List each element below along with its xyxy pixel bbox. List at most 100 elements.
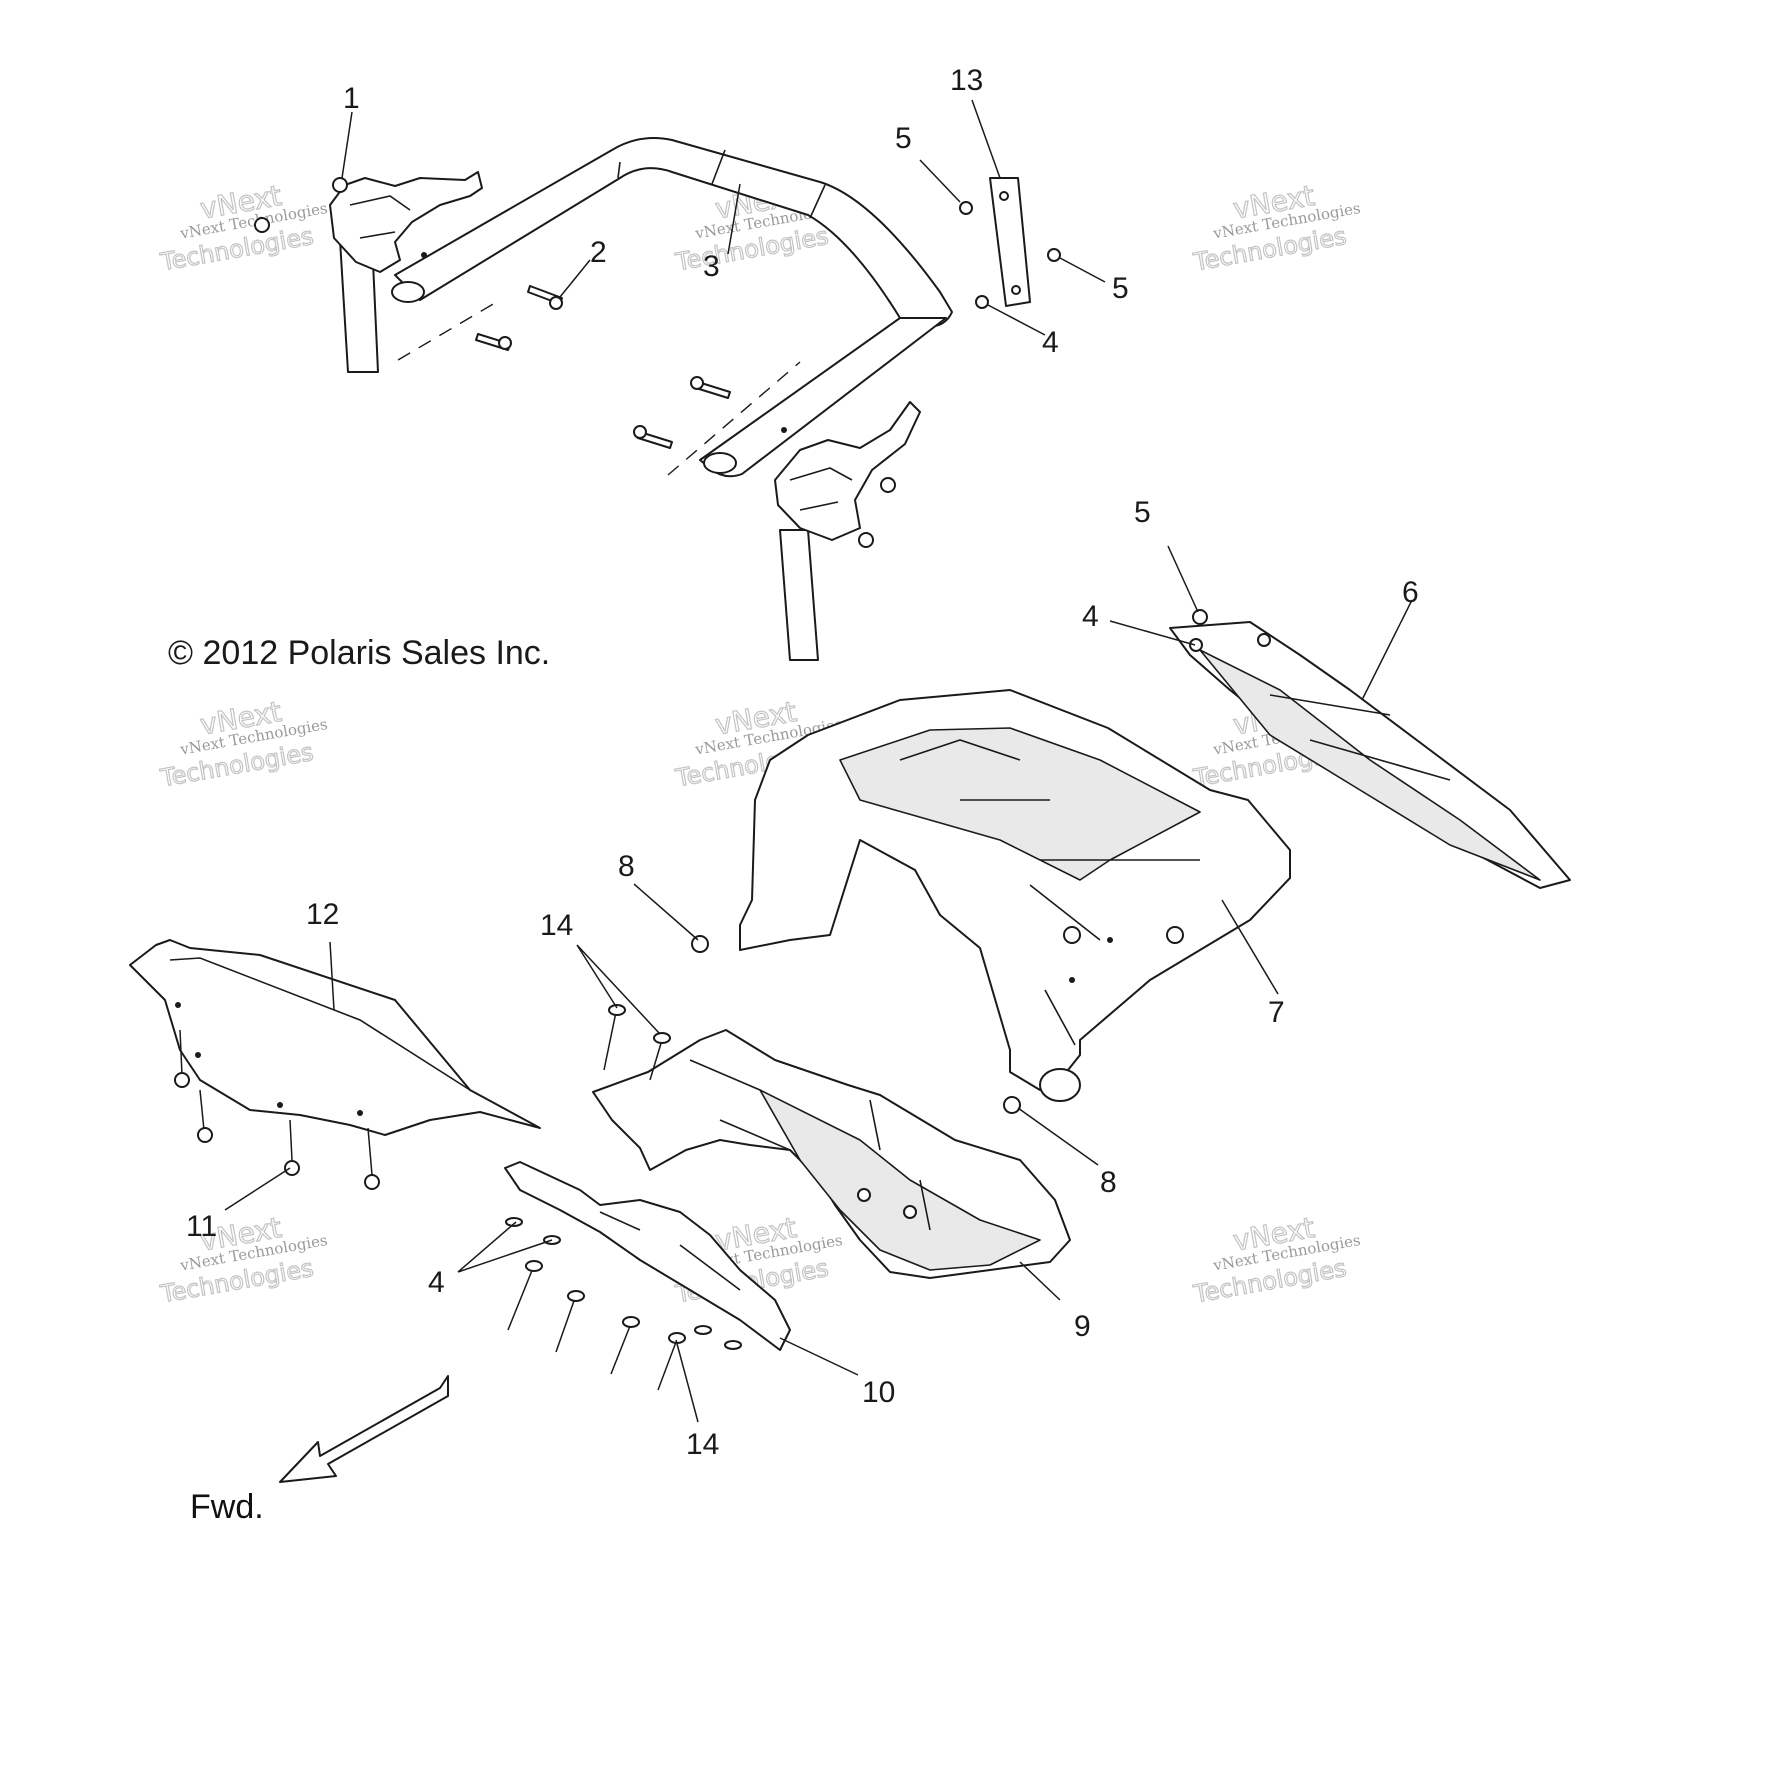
right-mount-bracket	[774, 401, 921, 541]
fender-bottom-cap	[1039, 1068, 1081, 1102]
leader-13	[971, 99, 1001, 179]
callout-13: 13	[950, 64, 983, 97]
rivet-shaft	[507, 1267, 534, 1331]
leader-lines	[224, 99, 1413, 1423]
rivet-head	[608, 1004, 626, 1016]
watermark-bottom-left: vNext vNext Technologies Technologies	[157, 1210, 329, 1309]
mud-flap	[1169, 609, 1571, 889]
lower-rail	[504, 1004, 791, 1391]
mud-flap-face	[1199, 649, 1541, 881]
leader-5b	[1059, 257, 1106, 283]
rear-fender	[739, 689, 1291, 1102]
leader-3	[727, 183, 741, 255]
panel-hole	[175, 1002, 181, 1008]
washer	[505, 1217, 523, 1227]
right-upright-tube	[779, 529, 819, 661]
roll-bar-assembly	[254, 137, 1061, 661]
mud-flap-rivet	[1189, 638, 1203, 652]
roll-bar-hole-2	[781, 427, 787, 433]
rivet-shaft	[555, 1297, 576, 1353]
callout-5a: 5	[895, 122, 912, 155]
leader-11	[224, 1167, 291, 1211]
panel-hole	[357, 1110, 363, 1116]
right-mount-bracket-detail	[789, 467, 853, 511]
side-panel-body	[129, 939, 541, 1136]
rivet-axis	[179, 1029, 183, 1076]
bolt-head	[549, 296, 563, 310]
push-rivet	[197, 1127, 213, 1143]
leader-10	[779, 1337, 859, 1376]
side-panel	[129, 939, 541, 1190]
leader-4c	[457, 1221, 553, 1273]
rear-fender-contour	[899, 739, 1200, 1046]
roll-bar-tube	[394, 137, 953, 328]
callout-9: 9	[1074, 1310, 1091, 1343]
leader-14b	[675, 1339, 699, 1423]
callout-4b: 4	[1082, 600, 1099, 633]
forward-direction-indicator: Fwd.	[190, 1375, 449, 1526]
rivet-head	[653, 1032, 671, 1044]
leader-5a	[919, 159, 961, 203]
right-nut-upper	[880, 477, 896, 493]
forward-arrow-icon	[279, 1375, 449, 1483]
leader-4a	[987, 304, 1046, 336]
watermark-bottom-right: vNext vNext Technologies Technologies	[1190, 1210, 1362, 1309]
callout-4c: 4	[428, 1266, 445, 1299]
bolt-head	[690, 376, 704, 390]
fender-hole	[1166, 926, 1184, 944]
push-rivet	[284, 1160, 300, 1176]
washer	[694, 1325, 712, 1335]
rivet-axis	[289, 1119, 293, 1161]
left-nut-lower	[254, 217, 270, 233]
leader-1	[341, 111, 353, 179]
watermark-top-right: vNext vNext Technologies Technologies	[1190, 178, 1362, 277]
rivet-axis	[367, 1127, 373, 1176]
strap-hole	[1011, 285, 1021, 295]
forward-label: Fwd.	[190, 1488, 264, 1526]
rivet-axis	[199, 1089, 205, 1131]
leader-12	[329, 941, 335, 1011]
callout-5b: 5	[1112, 272, 1129, 305]
alignment-line	[667, 361, 801, 476]
alignment-line	[397, 299, 501, 361]
callout-14b: 14	[686, 1428, 719, 1461]
bolt-head	[633, 425, 647, 439]
bolt-head	[498, 336, 512, 350]
watermark-mid-left: vNext vNext Technologies Technologies	[157, 694, 329, 793]
washer	[724, 1340, 742, 1350]
rivet-shaft	[649, 1039, 663, 1081]
callout-11: 11	[186, 1210, 217, 1243]
leader-4b	[1109, 620, 1196, 646]
callout-4a: 4	[1042, 326, 1059, 359]
roll-bar-hole	[421, 252, 427, 258]
leader-8a	[633, 883, 699, 941]
leader-2	[559, 259, 591, 298]
roll-bar-tube-end-left	[391, 281, 425, 303]
washer	[975, 295, 989, 309]
callout-7: 7	[1268, 996, 1285, 1029]
push-rivet	[174, 1072, 190, 1088]
screw-head	[1192, 609, 1208, 625]
watermark-top-left: vNext vNext Technologies Technologies	[157, 178, 329, 277]
callout-3: 3	[703, 250, 720, 283]
mud-flap-rivet	[1257, 633, 1271, 647]
liner-rivet	[857, 1188, 871, 1202]
rivet-shaft	[657, 1341, 677, 1391]
rivet-head	[525, 1260, 543, 1272]
callout-12: 12	[306, 898, 339, 931]
push-rivet	[364, 1174, 380, 1190]
rivet-head	[622, 1316, 640, 1328]
screw-head	[1003, 1096, 1021, 1114]
fender-hole-small	[1069, 977, 1075, 983]
leader-7	[1221, 899, 1279, 995]
lower-rail-detail	[599, 1211, 741, 1291]
inner-fender-liner	[592, 1029, 1071, 1279]
callout-8b: 8	[1100, 1166, 1117, 1199]
rivet-head	[567, 1290, 585, 1302]
rivet-set-upper	[603, 1004, 671, 1081]
left-mount-bracket	[329, 171, 483, 273]
side-panel-fold	[169, 957, 471, 1091]
right-nut-lower	[858, 532, 874, 548]
leader-6	[1361, 599, 1413, 701]
inner-fender-liner-face	[759, 1089, 1041, 1271]
